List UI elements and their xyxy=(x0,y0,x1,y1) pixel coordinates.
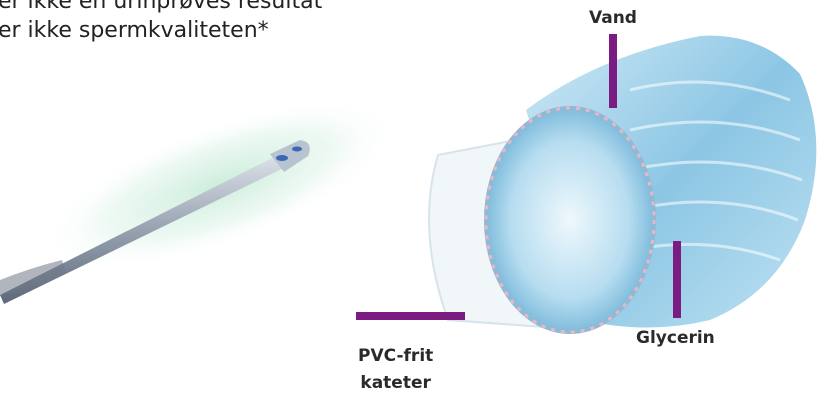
label-water: Vand xyxy=(589,8,637,28)
catheter-eyelet xyxy=(292,147,302,152)
label-pvc-free-catheter: PVC-frit kateter xyxy=(358,343,433,397)
label-pvc-line-1: PVC-frit xyxy=(358,343,433,370)
glycerin-pointer xyxy=(673,241,681,318)
label-glycerin: Glycerin xyxy=(636,328,715,348)
feature-line-1: ker ikke en urinprøves resultat xyxy=(0,0,322,16)
label-pvc-line-2: kateter xyxy=(358,370,433,397)
catheter-eyelet xyxy=(276,155,288,161)
pvc-pointer xyxy=(356,312,465,320)
tube-illustration xyxy=(330,20,825,340)
feature-line-2: ker ikke spermkvaliteten* xyxy=(0,16,322,45)
feature-line-3: ri xyxy=(0,45,322,74)
feature-list: ker ikke en urinprøves resultat ker ikke… xyxy=(0,0,322,74)
water-pointer xyxy=(609,34,617,108)
